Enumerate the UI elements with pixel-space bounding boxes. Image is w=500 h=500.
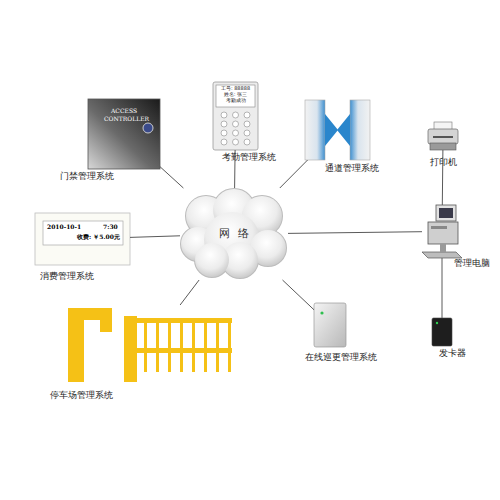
node-caption: 通道管理系统 bbox=[325, 164, 379, 174]
device-node: 在线巡更管理系统 bbox=[314, 303, 346, 347]
patrol-reader-body bbox=[314, 303, 346, 347]
network-link bbox=[280, 160, 308, 188]
monitor-screen bbox=[439, 208, 453, 218]
device-node: 管理电脑 bbox=[422, 205, 462, 258]
lcd-screen bbox=[43, 221, 123, 245]
monitor bbox=[436, 205, 456, 221]
patrol-reader bbox=[314, 303, 346, 347]
network-link bbox=[288, 232, 422, 234]
computer-stand bbox=[440, 244, 446, 252]
node-caption: 门禁管理系统 bbox=[60, 172, 114, 182]
attendance-terminal bbox=[213, 82, 258, 150]
card-issuer-body bbox=[432, 318, 452, 346]
controller-case bbox=[88, 99, 160, 169]
terminal-screen bbox=[216, 85, 255, 107]
terminal-case bbox=[35, 213, 130, 265]
printer bbox=[428, 122, 458, 150]
device-display-text: 姓名: 张三 bbox=[216, 92, 255, 98]
printer-base bbox=[430, 143, 456, 150]
device-display-text: ACCESS CONTROLLER bbox=[104, 107, 144, 122]
network-link bbox=[442, 258, 443, 318]
node-caption: 在线巡更管理系统 bbox=[305, 353, 377, 363]
consumption-terminal bbox=[35, 213, 130, 265]
device-node: 发卡器 bbox=[432, 318, 452, 346]
device-node: 通道管理系统 bbox=[305, 100, 370, 160]
node-caption: 考勤管理系统 bbox=[222, 153, 276, 163]
barrier-rail bbox=[124, 318, 232, 323]
management-computer bbox=[422, 205, 462, 258]
network-link bbox=[130, 236, 180, 238]
device-display-text: 考勤成功 bbox=[216, 98, 255, 104]
card-issuer-led bbox=[436, 322, 438, 324]
device-display-text: 工号: 88888 bbox=[216, 86, 255, 92]
card-issuer bbox=[432, 318, 452, 346]
device-display-text: 网络 bbox=[180, 228, 288, 240]
computer-case bbox=[428, 222, 458, 244]
barrier-pickets bbox=[144, 318, 231, 372]
device-node: 门禁管理系统ACCESS CONTROLLER bbox=[88, 99, 160, 169]
turnstile-panel bbox=[350, 100, 370, 160]
node-caption: 发卡器 bbox=[439, 349, 466, 359]
printer-slot bbox=[433, 136, 453, 138]
device-node: 打印机 bbox=[428, 122, 458, 150]
device-display-text: 收费: ￥5.00元 bbox=[77, 234, 120, 241]
node-caption: 管理电脑 bbox=[454, 259, 490, 269]
patrol-reader-led bbox=[320, 311, 323, 314]
node-caption: 消费管理系统 bbox=[40, 272, 94, 282]
terminal-keypad bbox=[221, 112, 250, 145]
turnstile bbox=[305, 100, 370, 160]
printer-body bbox=[428, 129, 458, 144]
network-link bbox=[180, 280, 199, 305]
controller-logo bbox=[143, 123, 153, 133]
turnstile-flap bbox=[337, 114, 350, 146]
network-link bbox=[283, 280, 315, 310]
drive-bay bbox=[431, 226, 447, 229]
device-node: 工号: 88888姓名: 张三考勤成功考勤管理系统 bbox=[213, 82, 258, 150]
barrier-arm-head bbox=[100, 308, 112, 332]
turnstile-flap bbox=[325, 114, 338, 146]
device-node: 2010-10-17:30收费: ￥5.00元消费管理系统 bbox=[35, 213, 130, 265]
device-display-text: 2010-10-1 bbox=[47, 224, 81, 231]
network-cloud: 网络 bbox=[180, 188, 288, 280]
network-link bbox=[160, 167, 183, 188]
device-display-text: 7:30 bbox=[103, 224, 118, 231]
barrier-rail bbox=[124, 348, 232, 353]
access-controller bbox=[88, 99, 160, 169]
node-caption: 打印机 bbox=[430, 158, 457, 168]
terminal-case bbox=[213, 82, 258, 150]
keyboard bbox=[422, 252, 462, 258]
device-node: 停车场管理系统 bbox=[68, 305, 233, 383]
node-caption: 停车场管理系统 bbox=[50, 391, 113, 401]
parking-barrier bbox=[68, 308, 232, 382]
turnstile-panel bbox=[305, 100, 325, 160]
